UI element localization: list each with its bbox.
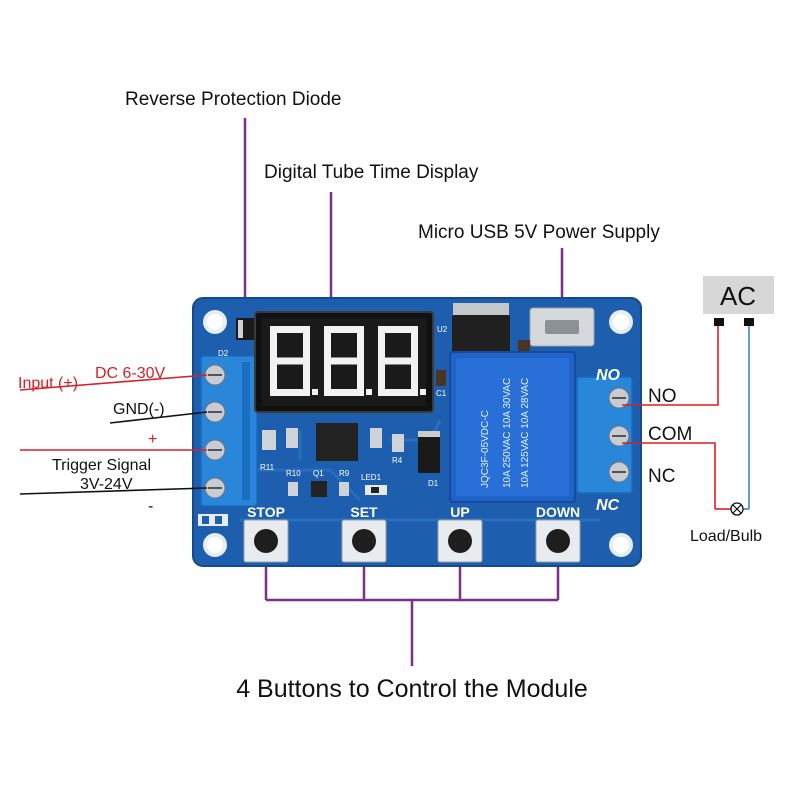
- terminal-screw: [204, 364, 226, 386]
- buttons-callout: 4 Buttons to Control the Module: [236, 675, 588, 703]
- ac-supply-box: [703, 276, 774, 326]
- r11-silk-label: R11: [260, 463, 275, 472]
- terminal-screw: [608, 425, 630, 447]
- gnd-label: GND(-): [113, 401, 165, 418]
- set-button[interactable]: SET: [341, 504, 387, 563]
- relay-markings: JQC3F-05VDC-C 10A 250VAC 10A 30VAC 10A 1…: [480, 378, 531, 488]
- mounting-holes: [203, 310, 633, 557]
- display-segment: [411, 326, 418, 361]
- resistor-r4: [392, 434, 404, 452]
- display-segment: [378, 389, 418, 396]
- load-bulb-symbol: [715, 502, 749, 516]
- no-terminal-label: NO: [648, 386, 677, 407]
- d2-silk-label: D2: [218, 349, 229, 358]
- r10-silk-label: R10: [286, 469, 301, 478]
- display-decimal-point: [312, 389, 318, 395]
- reverse-protection-diode: [236, 318, 254, 340]
- dc-range-label: DC 6-30V: [95, 365, 166, 382]
- c1-silk-label: C1: [436, 389, 447, 398]
- transistor-chip: [286, 423, 382, 461]
- up-button[interactable]: UP: [437, 504, 483, 563]
- trigger-plus-sign: +: [148, 431, 157, 448]
- q1-silk-label: Q1: [313, 469, 324, 478]
- micro-usb-port[interactable]: [529, 307, 595, 347]
- up-button-label: UP: [450, 504, 469, 520]
- no-silk-label: NO: [596, 367, 621, 384]
- svg-text:10A 125VAC 10A 28VAC: 10A 125VAC 10A 28VAC: [520, 378, 531, 488]
- voltage-regulator-u2: [452, 303, 510, 365]
- com-terminal-label: COM: [648, 424, 692, 445]
- input-positive-label: Input (+): [18, 375, 78, 392]
- no-wire: [622, 322, 719, 406]
- relay-terminal-block: [576, 376, 633, 494]
- display-segment: [357, 361, 364, 396]
- digital-tube-display: [254, 311, 434, 413]
- display-segment: [270, 326, 310, 333]
- terminal-screw: [204, 477, 226, 499]
- nc-silk-label: NC: [596, 497, 620, 514]
- resistor-r11: [262, 430, 276, 450]
- terminal-screw: [204, 439, 226, 461]
- display-segment: [324, 389, 364, 396]
- set-button-label: SET: [350, 504, 378, 520]
- relay: JQC3F-05VDC-C 10A 250VAC 10A 30VAC 10A 1…: [449, 351, 576, 503]
- diode-d1: [418, 431, 440, 473]
- display-segment: [378, 326, 418, 333]
- diode-callout: Reverse Protection Diode: [125, 89, 342, 110]
- display-decimal-point: [420, 389, 426, 395]
- display-segment: [270, 389, 310, 396]
- display-segment: [378, 357, 418, 365]
- buttons-callout-bracket: [264, 560, 560, 666]
- terminal-screw: [204, 401, 226, 423]
- load-bulb-label: Load/Bulb: [690, 528, 762, 545]
- display-segment: [324, 326, 364, 333]
- load-wiring: [622, 322, 750, 509]
- display-segment: [411, 361, 418, 396]
- input-terminal-block: [200, 355, 258, 507]
- input-positive-wire: [19, 374, 208, 391]
- trigger-voltage-label: 3V-24V: [80, 476, 133, 493]
- d1-silk-label: D1: [428, 479, 439, 488]
- capacitor-c1: [436, 370, 446, 386]
- r4-silk-label: R4: [392, 456, 403, 465]
- display-callout: Digital Tube Time Display: [264, 162, 479, 183]
- nc-terminal-label: NC: [648, 466, 675, 487]
- display-segment: [324, 357, 364, 365]
- display-segment: [303, 361, 310, 396]
- header-pins: [198, 514, 228, 526]
- r9-silk-label: R9: [339, 469, 350, 478]
- com-wire: [622, 442, 716, 509]
- trigger-signal-label: Trigger Signal: [52, 457, 151, 474]
- gnd-wire: [109, 411, 208, 424]
- display-segment: [270, 326, 277, 361]
- display-decimal-point: [366, 389, 372, 395]
- svg-text:JQC3F-05VDC-C: JQC3F-05VDC-C: [480, 410, 491, 488]
- display-segment: [378, 361, 385, 396]
- display-segment: [378, 326, 385, 361]
- terminal-screw: [608, 461, 630, 483]
- small-components: [288, 481, 387, 497]
- trigger-minus-sign: -: [148, 498, 153, 515]
- u2-silk-label: U2: [437, 325, 448, 334]
- display-segment: [303, 326, 310, 361]
- display-digits: [270, 326, 426, 396]
- display-segment: [357, 326, 364, 361]
- display-segment: [324, 361, 331, 396]
- input-wires: [19, 374, 208, 495]
- display-segment: [324, 326, 331, 361]
- stop-button-label: STOP: [247, 504, 285, 520]
- trigger-negative-wire: [19, 487, 208, 495]
- led1-silk-label: LED1: [361, 473, 382, 482]
- stop-button[interactable]: STOP: [243, 504, 289, 563]
- svg-text:10A 250VAC 10A 30VAC: 10A 250VAC 10A 30VAC: [502, 378, 513, 488]
- down-button-label: DOWN: [536, 504, 580, 520]
- display-segment: [270, 361, 277, 396]
- display-segment: [270, 357, 310, 365]
- down-button[interactable]: DOWN: [535, 504, 581, 563]
- ac-label: AC: [720, 281, 756, 311]
- usb-callout: Micro USB 5V Power Supply: [418, 222, 660, 243]
- terminal-screw: [608, 387, 630, 409]
